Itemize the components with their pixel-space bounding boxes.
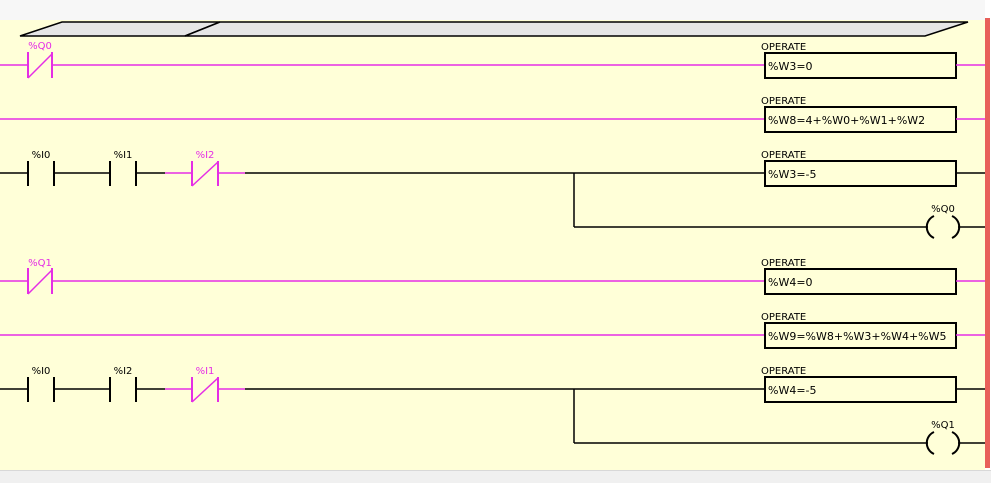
contact-label: %Q1: [28, 258, 52, 269]
contact-label: %I2: [114, 366, 133, 377]
operate-header: OPERATE: [761, 312, 806, 323]
operate-expression: %W3=0: [768, 60, 813, 73]
section-header: [19, 21, 969, 37]
output-coil[interactable]: %Q1: [925, 420, 985, 455]
rung-4[interactable]: %Q1 OPERATE %W4=0: [0, 258, 985, 295]
header-frame-right: [184, 21, 969, 37]
operate-header: OPERATE: [761, 150, 806, 161]
ladder-diagram: %Q0 OPERATE %W3=0 OPERATE %W8=4+%W0+%W1+…: [0, 20, 985, 470]
operate-header: OPERATE: [761, 42, 806, 53]
operate-expression: %W4=0: [768, 276, 813, 289]
operate-expression: %W4=-5: [768, 384, 817, 397]
rung-5[interactable]: OPERATE %W9=%W8+%W3+%W4+%W5: [0, 312, 985, 349]
ladder-background: [0, 20, 985, 470]
operate-expression: %W3=-5: [768, 168, 817, 181]
contact-label: %I0: [32, 366, 51, 377]
operate-header: OPERATE: [761, 96, 806, 107]
contact-label: %I1: [196, 366, 215, 377]
contact-label: %I0: [32, 150, 51, 161]
rung-3[interactable]: %I0 %I1 %I2 OPERATE %W3=-5 %Q0: [0, 150, 985, 239]
operate-expression: %W9=%W8+%W3+%W4+%W5: [768, 330, 947, 343]
operate-expression: %W8=4+%W0+%W1+%W2: [768, 114, 925, 127]
rung-2[interactable]: OPERATE %W8=4+%W0+%W1+%W2: [0, 96, 985, 133]
operate-header: OPERATE: [761, 366, 806, 377]
contact-label: %I1: [114, 150, 133, 161]
rung-6[interactable]: %I0 %I2 %I1 OPERATE %W4=-5 %Q1: [0, 366, 985, 455]
right-power-rail: [985, 0, 991, 482]
output-coil[interactable]: %Q0: [925, 204, 985, 239]
horizontal-scrollbar[interactable]: [0, 470, 991, 483]
rung-1[interactable]: %Q0 OPERATE %W3=0: [0, 41, 985, 79]
contact-label: %I2: [196, 150, 215, 161]
coil-label: %Q1: [931, 420, 955, 431]
contact-label: %Q0: [28, 41, 52, 52]
coil-label: %Q0: [931, 204, 955, 215]
operate-header: OPERATE: [761, 258, 806, 269]
